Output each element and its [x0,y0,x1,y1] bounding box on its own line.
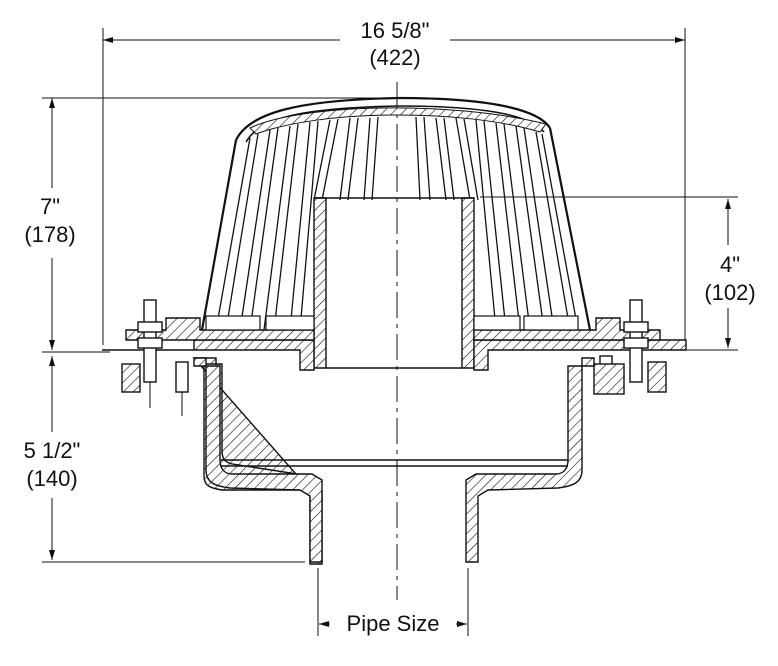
dimension-labels: 16 5/8" (422) 7" (178) 4" (102) 5 1/2" (… [24,18,756,636]
clamp-bolt-right [593,299,667,395]
body-depth-imperial-label: 5 1/2" [24,438,81,463]
width-metric-label: (422) [369,45,420,70]
dome-height-imperial-label: 7" [40,194,60,219]
pipe-size-label: Pipe Size [347,611,440,636]
overflow-standpipe [313,197,475,369]
drain-body [192,357,595,565]
width-imperial-label: 16 5/8" [361,18,430,43]
dome-height-metric-label: (178) [24,222,75,247]
dome-strainer [200,96,592,331]
clamp-bolt-left [121,299,189,416]
dimension-lines [42,28,738,636]
standpipe-height-metric-label: (102) [704,280,755,305]
clamp-ring [102,315,687,371]
standpipe-height-imperial-label: 4" [720,252,740,277]
body-depth-metric-label: (140) [26,466,77,491]
